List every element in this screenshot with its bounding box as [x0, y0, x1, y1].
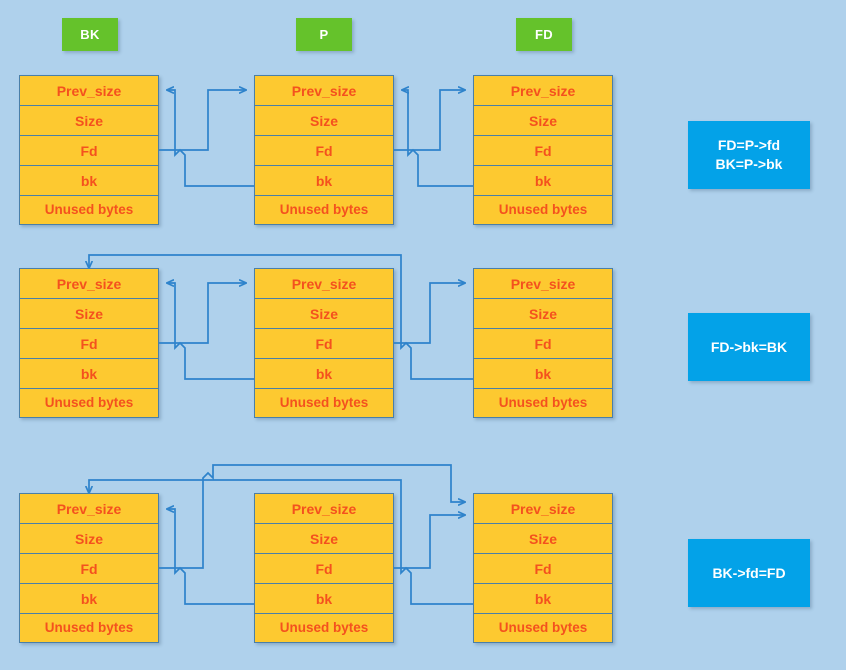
- chunk-field-fd: Fd: [254, 135, 394, 165]
- chunk-field-unused-bytes: Unused bytes: [254, 613, 394, 643]
- chunk-field-unused-bytes: Unused bytes: [19, 388, 159, 418]
- chunk-row1-bk: Prev_size Size Fd bk Unused bytes: [19, 75, 159, 225]
- chunk-field-size: Size: [254, 105, 394, 135]
- arrow-row2-p-fd-to-fd: [394, 283, 465, 344]
- arrow-row3-p-fd-to-fd: [394, 515, 465, 569]
- note-row2-line1: FD->bk=BK: [710, 338, 788, 355]
- column-label-bk-text: BK: [80, 27, 100, 42]
- arrow-row3-p-bk-to-bk: [167, 509, 254, 605]
- chunk-field-unused-bytes: Unused bytes: [254, 195, 394, 225]
- arrow-row2-p-bk-to-bk: [167, 283, 254, 380]
- arrow-row1-p-fd-to-fd: [394, 90, 465, 151]
- chunk-row3-fd: Prev_size Size Fd bk Unused bytes: [473, 493, 613, 643]
- chunk-row2-fd: Prev_size Size Fd bk Unused bytes: [473, 268, 613, 418]
- chunk-field-bk: bk: [254, 358, 394, 388]
- note-row2: FD->bk=BK: [688, 313, 810, 381]
- column-label-fd-text: FD: [535, 27, 553, 42]
- chunk-field-size: Size: [473, 523, 613, 553]
- chunk-field-fd: Fd: [473, 135, 613, 165]
- arrow-row1-p-bk-to-bk: [167, 90, 254, 187]
- chunk-field-bk: bk: [19, 583, 159, 613]
- chunk-field-prev-size: Prev_size: [473, 493, 613, 523]
- chunk-field-fd: Fd: [254, 328, 394, 358]
- chunk-field-fd: Fd: [473, 553, 613, 583]
- chunk-field-bk: bk: [473, 583, 613, 613]
- chunk-field-prev-size: Prev_size: [254, 268, 394, 298]
- chunk-field-size: Size: [19, 298, 159, 328]
- chunk-row1-p: Prev_size Size Fd bk Unused bytes: [254, 75, 394, 225]
- chunk-row2-p: Prev_size Size Fd bk Unused bytes: [254, 268, 394, 418]
- arrow-row2-bk-fd-to-p: [159, 283, 246, 344]
- chunk-row3-p: Prev_size Size Fd bk Unused bytes: [254, 493, 394, 643]
- note-row1: FD=P->fd BK=P->bk: [688, 121, 810, 189]
- column-label-fd: FD: [516, 18, 572, 51]
- chunk-field-prev-size: Prev_size: [473, 268, 613, 298]
- chunk-field-bk: bk: [473, 165, 613, 195]
- chunk-field-bk: bk: [19, 165, 159, 195]
- chunk-field-fd: Fd: [19, 328, 159, 358]
- chunk-field-size: Size: [473, 298, 613, 328]
- chunk-field-fd: Fd: [19, 135, 159, 165]
- chunk-field-prev-size: Prev_size: [473, 75, 613, 105]
- column-label-bk: BK: [62, 18, 118, 51]
- chunk-field-prev-size: Prev_size: [19, 268, 159, 298]
- chunk-field-fd: Fd: [19, 553, 159, 583]
- chunk-field-size: Size: [254, 298, 394, 328]
- chunk-field-unused-bytes: Unused bytes: [473, 613, 613, 643]
- chunk-field-unused-bytes: Unused bytes: [473, 195, 613, 225]
- chunk-row1-fd: Prev_size Size Fd bk Unused bytes: [473, 75, 613, 225]
- arrow-row1-fd-bk-to-p: [402, 90, 473, 187]
- column-label-p: P: [296, 18, 352, 51]
- note-row3: BK->fd=FD: [688, 539, 810, 607]
- chunk-field-size: Size: [19, 523, 159, 553]
- note-row3-line1: BK->fd=FD: [712, 564, 786, 581]
- chunk-field-fd: Fd: [473, 328, 613, 358]
- chunk-field-prev-size: Prev_size: [19, 493, 159, 523]
- chunk-field-unused-bytes: Unused bytes: [19, 195, 159, 225]
- chunk-field-size: Size: [473, 105, 613, 135]
- note-row1-line1: FD=P->fd: [717, 137, 781, 154]
- chunk-field-prev-size: Prev_size: [19, 75, 159, 105]
- chunk-field-bk: bk: [254, 583, 394, 613]
- chunk-field-size: Size: [19, 105, 159, 135]
- chunk-field-size: Size: [254, 523, 394, 553]
- chunk-row2-bk: Prev_size Size Fd bk Unused bytes: [19, 268, 159, 418]
- column-label-p-text: P: [319, 27, 329, 42]
- note-row1-line2: BK=P->bk: [715, 156, 783, 172]
- chunk-field-unused-bytes: Unused bytes: [254, 388, 394, 418]
- chunk-field-prev-size: Prev_size: [254, 493, 394, 523]
- arrow-row1-bk-fd-to-p: [159, 90, 246, 151]
- chunk-row3-bk: Prev_size Size Fd bk Unused bytes: [19, 493, 159, 643]
- chunk-field-bk: bk: [254, 165, 394, 195]
- chunk-field-bk: bk: [473, 358, 613, 388]
- chunk-field-fd: Fd: [254, 553, 394, 583]
- chunk-field-bk: bk: [19, 358, 159, 388]
- chunk-field-unused-bytes: Unused bytes: [473, 388, 613, 418]
- chunk-field-prev-size: Prev_size: [254, 75, 394, 105]
- chunk-field-unused-bytes: Unused bytes: [19, 613, 159, 643]
